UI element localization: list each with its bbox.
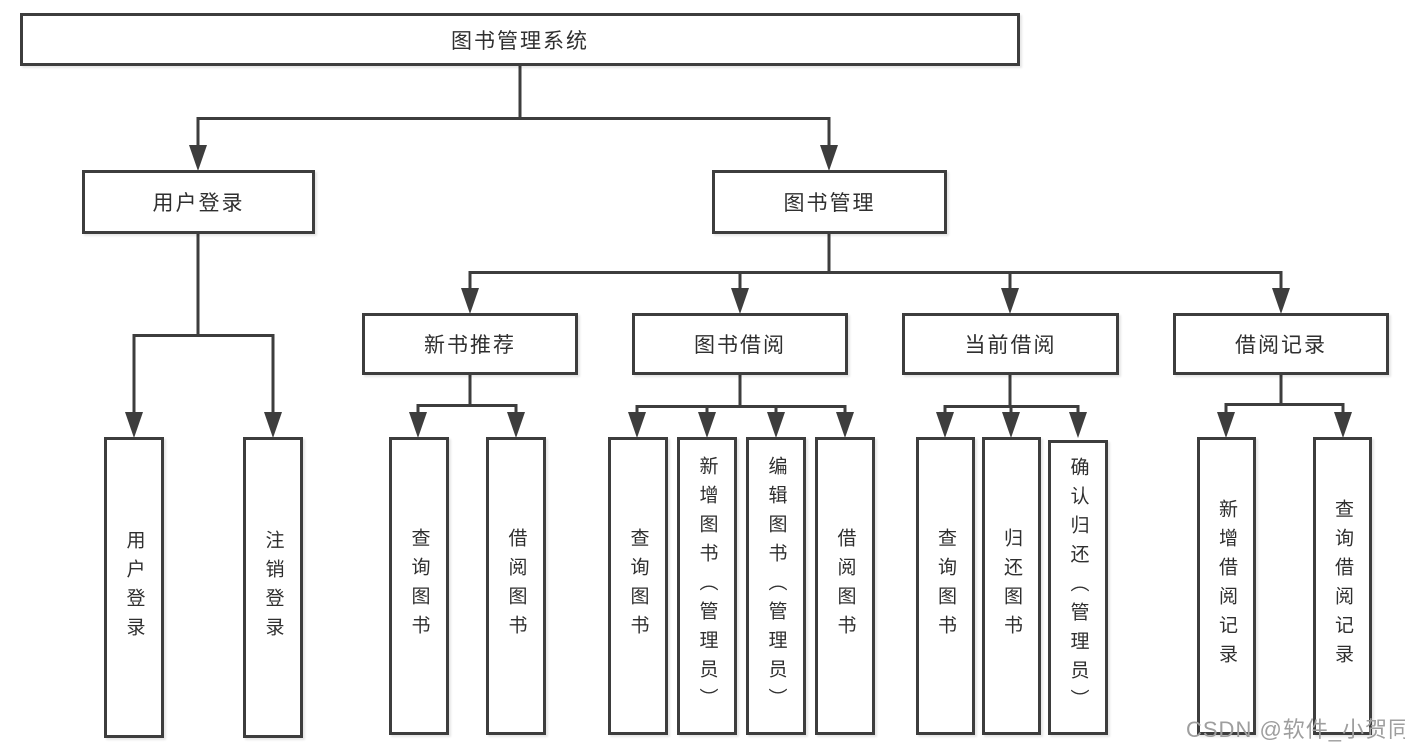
node-user-login: 用户登录: [82, 170, 315, 234]
node-label: 新书推荐: [424, 334, 516, 357]
leaf-label: 查询借阅记录: [1332, 499, 1353, 673]
leaf-add-borrowing-record: 新增借阅记录: [1197, 437, 1256, 735]
arrowheads: [125, 145, 1352, 438]
node-new-book-recommendation: 新书推荐: [362, 313, 578, 375]
leaf-label: 用户登录: [123, 529, 145, 646]
node-book-borrowing: 图书借阅: [632, 313, 848, 375]
node-label: 图书借阅: [694, 334, 786, 357]
leaf-label: 查询图书: [627, 528, 649, 644]
leaf-edit-books-admin: 编辑图书（管理员）: [746, 437, 806, 735]
leaf-label: 新增借阅记录: [1216, 499, 1237, 673]
node-label: 当前借阅: [964, 334, 1057, 357]
leaf-confirm-return-admin: 确认归还（管理员）: [1048, 440, 1108, 735]
leaf-query-books-current: 查询图书: [916, 437, 975, 735]
leaf-query-books-recommend: 查询图书: [389, 437, 449, 735]
leaf-label: 归还图书: [1001, 528, 1022, 644]
leaf-query-borrowing-record: 查询借阅记录: [1313, 437, 1372, 735]
leaf-label: 新增图书（管理员）: [696, 455, 718, 717]
leaf-add-books-admin: 新增图书（管理员）: [677, 437, 737, 735]
leaf-label: 查询图书: [935, 528, 956, 644]
leaf-label: 查询图书: [408, 528, 430, 644]
node-label: 图书管理系统: [451, 29, 589, 53]
leaf-label: 确认归还（管理员）: [1067, 457, 1089, 718]
leaf-label: 编辑图书（管理员）: [765, 455, 787, 717]
node-label: 借阅记录: [1235, 334, 1327, 357]
leaf-borrow-books: 借阅图书: [815, 437, 875, 735]
csdn-watermark: CSDN @软件_小贺同学: [1186, 717, 1405, 742]
node-current-borrowing: 当前借阅: [902, 313, 1119, 375]
leaf-label: 注销登录: [262, 529, 284, 646]
node-borrowing-records: 借阅记录: [1173, 313, 1389, 375]
leaf-query-books-borrowing: 查询图书: [608, 437, 668, 735]
leaf-return-books: 归还图书: [982, 437, 1041, 735]
node-library-management-system: 图书管理系统: [20, 13, 1020, 66]
node-book-management: 图书管理: [712, 170, 947, 234]
leaf-user-login: 用户登录: [104, 437, 164, 738]
node-label: 图书管理: [783, 192, 876, 215]
node-label: 用户登录: [152, 192, 245, 215]
leaf-label: 借阅图书: [834, 528, 856, 644]
leaf-label: 借阅图书: [505, 528, 527, 644]
leaf-borrow-books-recommend: 借阅图书: [486, 437, 546, 735]
leaf-logout-login: 注销登录: [243, 437, 303, 738]
